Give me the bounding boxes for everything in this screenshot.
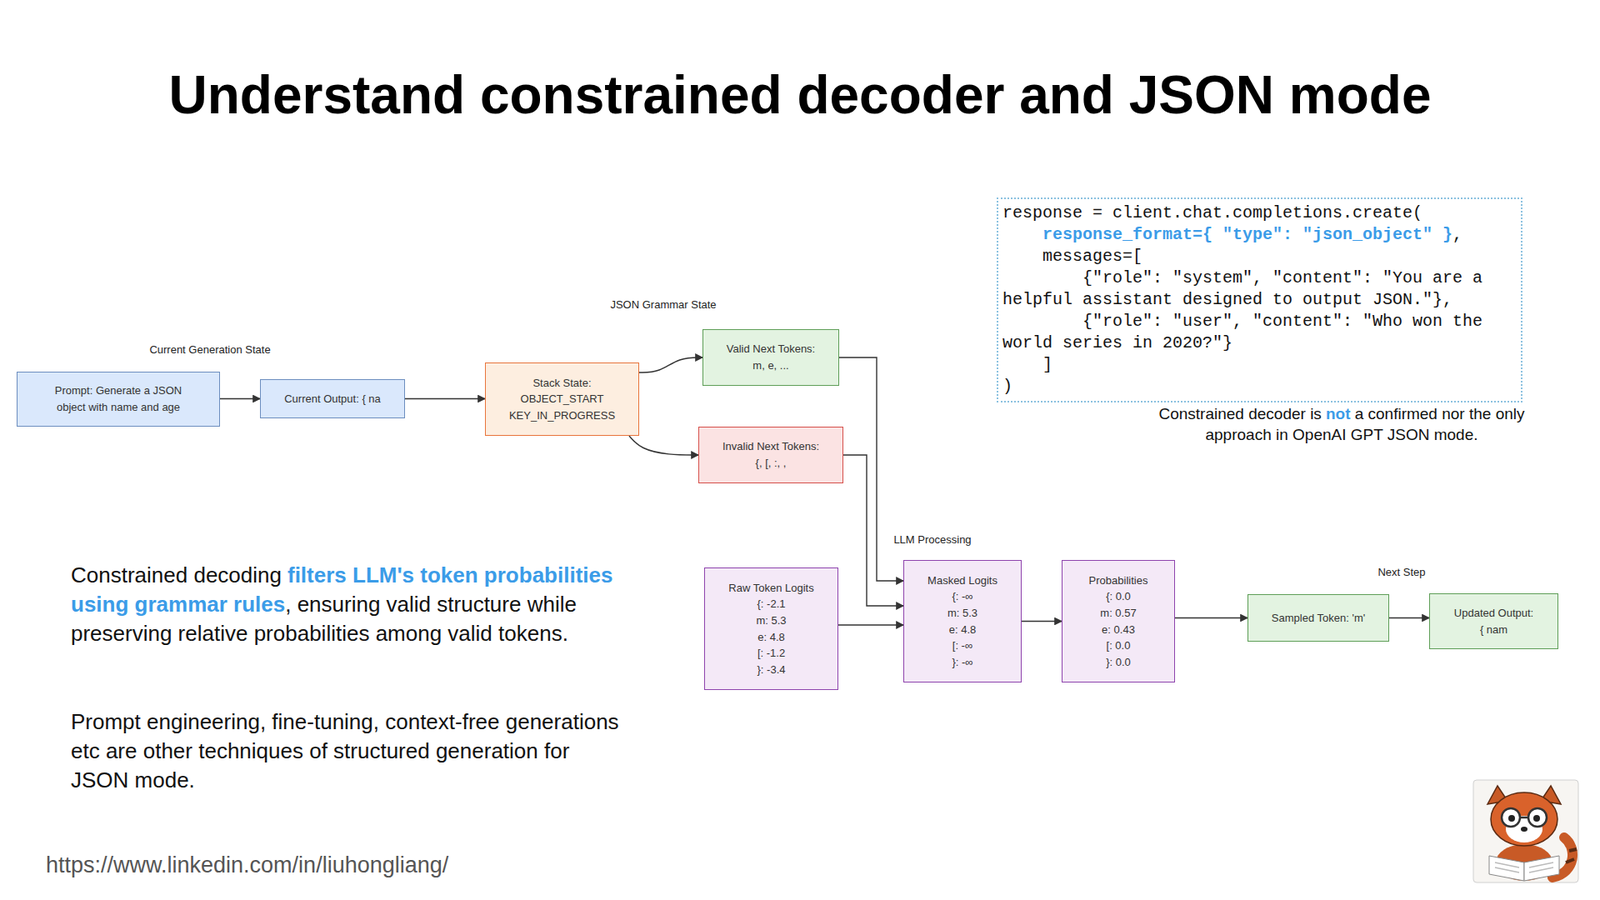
box-text: m: 0.57 <box>1100 605 1136 622</box>
probabilities-box: Probabilities{: 0.0m: 0.57e: 0.43[: 0.0}… <box>1061 560 1175 683</box>
box-text: [: 0.0 <box>1106 637 1131 655</box>
body-paragraph: Constrained decodingfilters LLM's token … <box>70 560 630 649</box>
box-text: e: 4.8 <box>949 621 977 639</box>
box-text: m: 5.3 <box>755 612 786 630</box>
box-text: [: -1.2 <box>757 645 785 662</box>
box-heading: Current Output: { na <box>284 390 381 408</box>
box-heading: Updated Output: <box>1454 605 1534 622</box>
box-text: }: -∞ <box>951 654 973 671</box>
code-line: response_format={ "type": "json_object" … <box>1042 225 1453 245</box>
highlight-text: not <box>1325 405 1351 423</box>
body-paragraph: Constrained decoding <box>70 562 282 588</box>
body-paragraph: Prompt engineering, fine-tuning, context… <box>70 707 630 795</box>
invalid-tokens-box: Invalid Next Tokens:{, [, :, , <box>698 426 844 484</box>
code-line: , <box>1452 225 1463 245</box>
box-text: OBJECT_START KEY_IN_PROGRESS <box>509 390 615 424</box>
prompt-box: Prompt: Generate a JSON object with name… <box>16 371 220 427</box>
box-heading: Stack State: <box>532 375 591 392</box>
box-heading: Valid Next Tokens: <box>726 340 815 358</box>
code-line: {"role": "user", "content": "Who won the… <box>1002 310 1517 355</box>
author-url: https://www.linkedin.com/in/liuhongliang… <box>45 850 630 880</box>
flow-arrow <box>1389 617 1430 619</box>
stack-state-box: Stack State:OBJECT_START KEY_IN_PROGRESS <box>485 362 640 436</box>
raw-logits-box: Raw Token Logits{: -2.1m: 5.3e: 4.8[: -1… <box>704 567 839 690</box>
flow-arrow <box>639 357 703 373</box>
flow-arrow <box>838 624 904 625</box>
box-text: }: 0.0 <box>1105 654 1131 671</box>
flow-arrow <box>1021 620 1062 622</box>
sampled-token-box: Sampled Token: 'm' <box>1247 594 1390 642</box>
box-text: }: -3.4 <box>757 661 786 679</box>
valid-tokens-box: Valid Next Tokens:m, e, ... <box>702 329 840 386</box>
box-text: {, [, :, , <box>755 455 787 472</box>
group-label: Current Generation State <box>110 342 310 358</box>
box-heading: Raw Token Logits <box>728 580 814 597</box>
red-panda-illustration <box>1472 779 1580 884</box>
box-text: {: 0.0 <box>1105 588 1131 605</box>
group-label: LLM Processing <box>882 532 983 548</box>
group-label: Next Step <box>1377 565 1425 579</box>
flow-arrow <box>843 455 904 606</box>
code-line: response = client.chat.completions.creat… <box>1002 202 1517 225</box>
updated-output-box: Updated Output:{ nam <box>1429 593 1559 650</box>
output-box: Current Output: { na <box>260 379 405 419</box>
code-box: response = client.chat.completions.creat… <box>996 197 1523 403</box>
box-heading: Invalid Next Tokens: <box>722 438 820 455</box>
flow-arrow <box>629 435 699 455</box>
slide-title: Understand constrained decoder and JSON … <box>0 61 1600 129</box>
author-url: https://www.linkedin.com/in/liuhongliang… <box>45 852 449 878</box>
flow-arrow <box>405 398 485 400</box>
code-line: ) <box>1002 375 1517 398</box>
group-label: JSON Grammar State <box>610 298 716 311</box>
group-label: LLM Processing <box>893 533 971 546</box>
box-heading: Sampled Token: 'm' <box>1271 610 1365 627</box>
body-paragraph: Prompt engineering, fine-tuning, context… <box>70 709 620 793</box>
note-text: Constrained decoder is <box>1158 405 1321 423</box>
box-text: {: -2.1 <box>757 595 786 613</box>
box-text: m: 5.3 <box>947 605 978 622</box>
box-text: m, e, ... <box>752 357 789 375</box>
code-line: ] <box>1002 354 1517 376</box>
box-text: {: -∞ <box>951 588 973 605</box>
flow-arrow <box>220 398 260 400</box>
box-text: [: -∞ <box>952 637 973 655</box>
group-label: Current Generation State <box>149 343 270 356</box>
group-label: JSON Grammar State <box>563 297 764 313</box>
group-label: Next Step <box>1343 565 1460 580</box>
box-heading: Prompt: Generate a JSON object with name… <box>42 382 195 415</box>
box-text: e: 4.8 <box>757 629 785 646</box>
flow-arrow <box>1175 617 1248 619</box>
masked-logits-box: Masked Logits{: -∞m: 5.3e: 4.8[: -∞}: -∞ <box>903 560 1022 683</box>
box-heading: Probabilities <box>1089 572 1149 590</box>
box-text: e: 0.43 <box>1101 621 1135 639</box>
box-text: { nam <box>1480 621 1508 639</box>
flow-arrow <box>839 357 904 581</box>
note-text: Constrained decoder isnota confirmed nor… <box>1145 403 1538 445</box>
code-line: {"role": "system", "content": "You are a… <box>1002 267 1517 311</box>
code-line: messages=[ <box>1002 245 1517 268</box>
box-heading: Masked Logits <box>927 572 998 590</box>
